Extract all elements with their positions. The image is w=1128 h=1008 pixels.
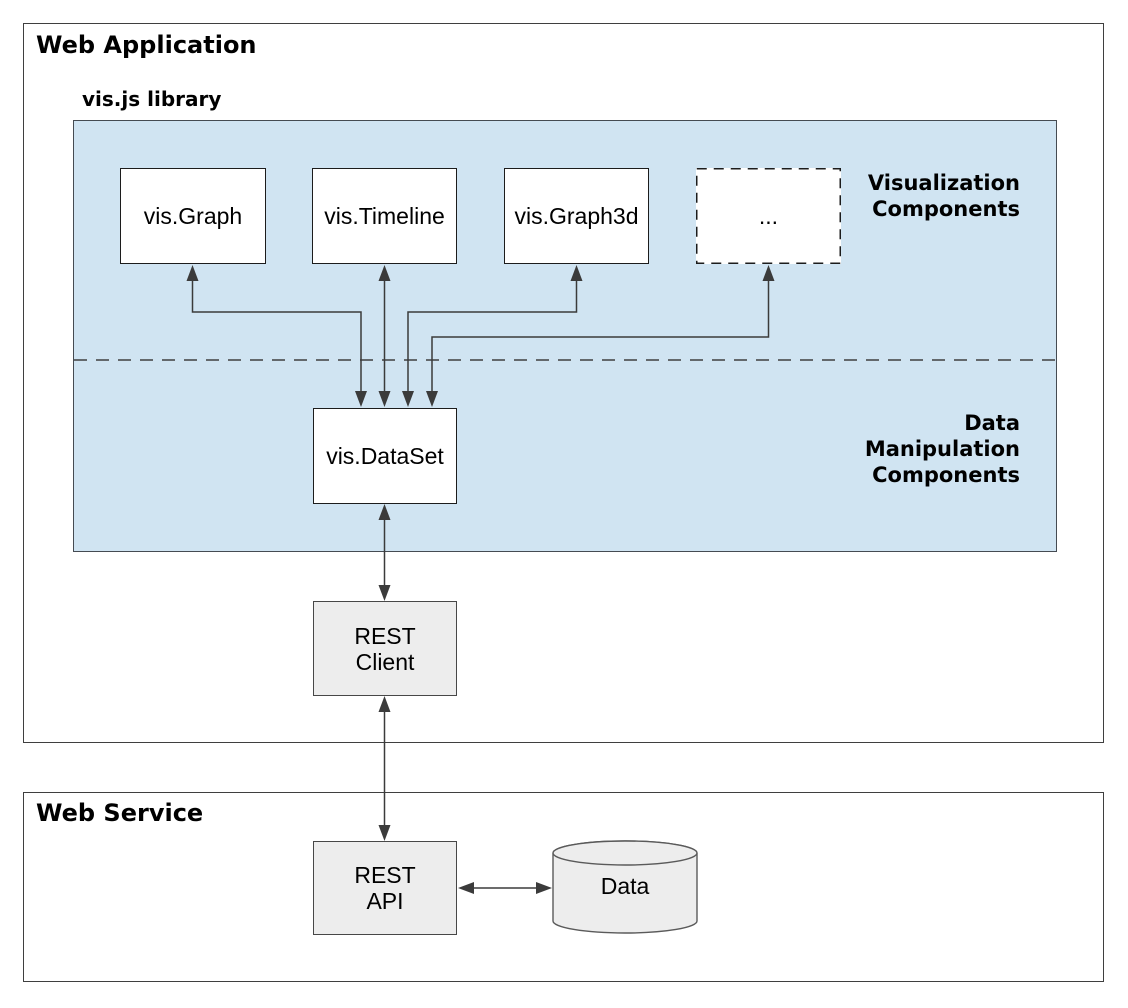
node-more-components-label: ... xyxy=(758,203,779,229)
web-application-title: Web Application xyxy=(36,31,257,59)
node-vis-timeline-label: vis.Timeline xyxy=(324,203,445,229)
node-rest-client: REST Client xyxy=(313,601,457,696)
node-vis-graph: vis.Graph xyxy=(120,168,266,264)
node-more-components: ... xyxy=(696,168,841,264)
node-vis-timeline: vis.Timeline xyxy=(312,168,457,264)
web-service-title: Web Service xyxy=(36,799,204,827)
node-rest-api: REST API xyxy=(313,841,457,935)
node-vis-graph3d-label: vis.Graph3d xyxy=(514,203,639,229)
dashed-border xyxy=(696,168,841,264)
node-vis-graph-label: vis.Graph xyxy=(143,203,243,229)
data-manipulation-components-label: Data Manipulation Components xyxy=(864,411,1020,487)
data-store-label: Data xyxy=(600,872,650,899)
node-vis-dataset: vis.DataSet xyxy=(313,408,457,504)
visjs-library-title: vis.js library xyxy=(82,87,222,111)
node-vis-dataset-label: vis.DataSet xyxy=(326,443,444,469)
node-rest-client-label: REST Client xyxy=(354,622,416,675)
node-vis-graph3d: vis.Graph3d xyxy=(504,168,649,264)
visualization-components-label: Visualization Components xyxy=(867,171,1020,221)
node-rest-api-label: REST API xyxy=(354,862,416,914)
